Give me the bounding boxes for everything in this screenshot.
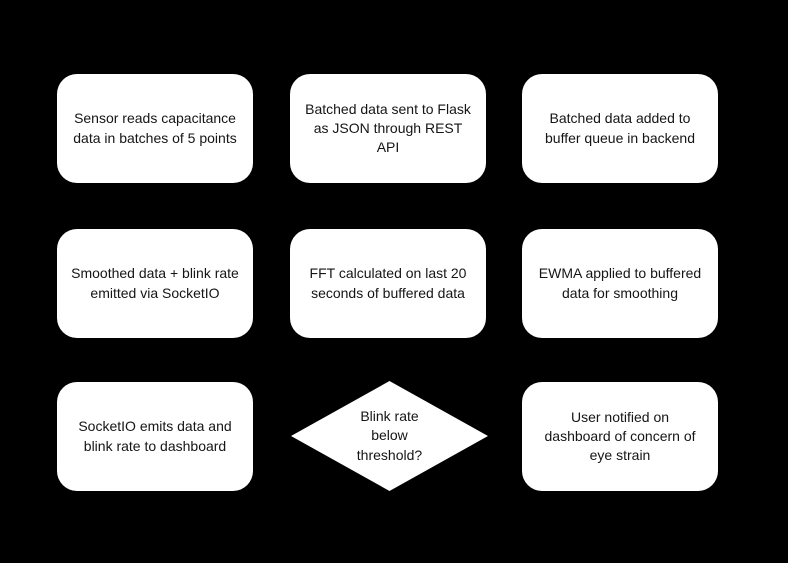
- flow-decision-blink-threshold: Blink rate below threshold?: [291, 381, 488, 491]
- flow-node-emit-dashboard: SocketIO emits data and blink rate to da…: [57, 382, 253, 491]
- flow-node-label: FFT calculated on last 20 seconds of buf…: [309, 265, 467, 301]
- flow-node-socketio-emit: Smoothed data + blink rate emitted via S…: [57, 229, 253, 338]
- flow-node-label: Blink rate below threshold?: [356, 408, 423, 463]
- flow-node-fft-calc: FFT calculated on last 20 seconds of buf…: [290, 229, 486, 338]
- flow-node-sensor-read: Sensor reads capacitance data in batches…: [57, 74, 253, 183]
- flow-node-label: Sensor reads capacitance data in batches…: [73, 110, 237, 146]
- flow-node-send-to-flask: Batched data sent to Flask as JSON throu…: [290, 74, 486, 183]
- flow-node-label: Batched data added to buffer queue in ba…: [545, 110, 695, 146]
- flow-node-label: SocketIO emits data and blink rate to da…: [78, 418, 232, 454]
- flow-node-label: Batched data sent to Flask as JSON throu…: [305, 100, 471, 156]
- flow-node-buffer-queue: Batched data added to buffer queue in ba…: [522, 74, 718, 183]
- flow-node-ewma-smooth: EWMA applied to buffered data for smooth…: [522, 229, 718, 338]
- flow-node-notify-user: User notified on dashboard of concern of…: [522, 382, 718, 491]
- flow-node-label: User notified on dashboard of concern of…: [544, 408, 696, 464]
- flow-node-label: EWMA applied to buffered data for smooth…: [538, 265, 702, 301]
- flow-node-label: Smoothed data + blink rate emitted via S…: [71, 265, 239, 301]
